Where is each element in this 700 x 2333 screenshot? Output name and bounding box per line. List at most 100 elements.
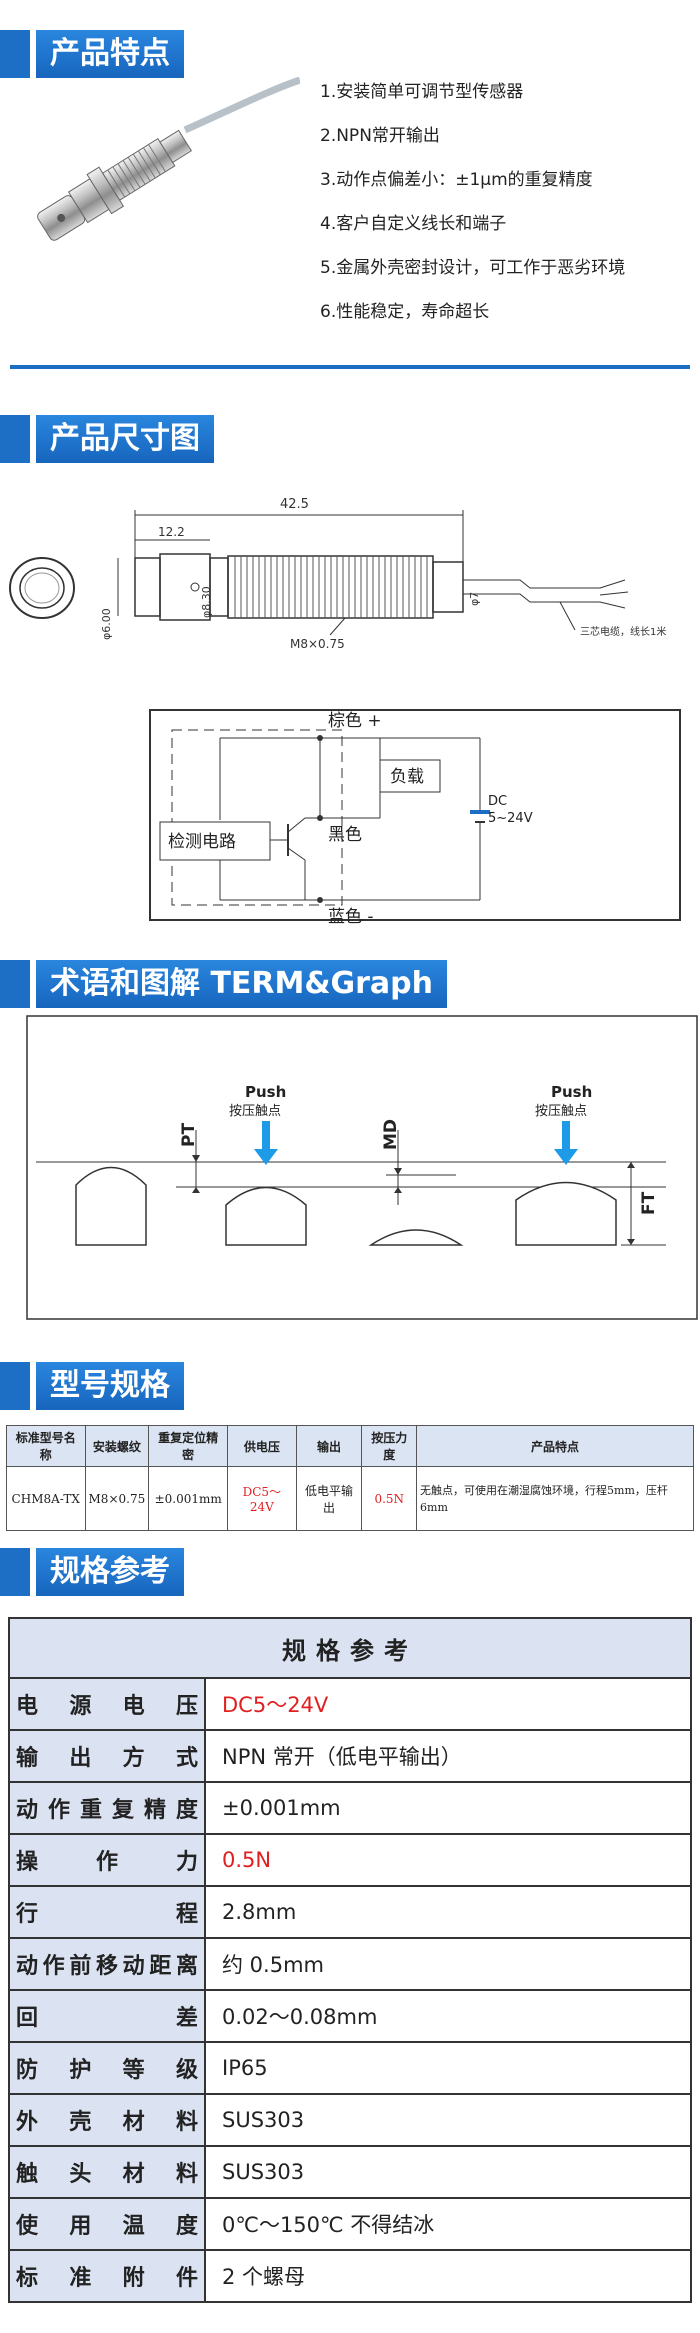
circuit-black-label: 黑色 <box>328 825 362 845</box>
feature-item: 3.动作点偏差小：±1μm的重复精度 <box>320 170 593 190</box>
spec-key: 动作重复精度 <box>8 1781 206 1835</box>
sensor-product-image <box>37 76 300 241</box>
spec-value: SUS303 <box>204 2093 692 2147</box>
spec-caption: 规格参考 <box>8 1617 692 1679</box>
circuit-dc-range: 5~24V <box>488 811 533 826</box>
table-row: 触头材料 SUS303 <box>8 2145 692 2199</box>
dim-head-dia: φ8.30 <box>200 586 213 618</box>
table-row: 动作重复精度 ±0.001mm <box>8 1781 692 1835</box>
spec-value: SUS303 <box>204 2145 692 2199</box>
dim-total-length: 42.5 <box>280 497 309 512</box>
dim-thread: M8×0.75 <box>290 637 345 651</box>
terms-title: 术语和图解 TERM&Graph <box>36 960 448 1008</box>
spec-value: 2.8mm <box>204 1885 692 1939</box>
table-header-cell: 重复定位精密 <box>148 1425 229 1467</box>
circuit-brown-label: 棕色 + <box>328 711 382 731</box>
spec-value: 0.5N <box>204 1833 692 1887</box>
spec-title: 规格参考 <box>36 1548 184 1596</box>
spec-value: 0℃～150℃ 不得结冰 <box>204 2197 692 2251</box>
spec-key: 触头材料 <box>8 2145 206 2199</box>
spec-value: 约 0.5mm <box>204 1937 692 1991</box>
spec-key: 标准附件 <box>8 2249 206 2303</box>
circuit-blue-label: 蓝色 - <box>328 907 374 927</box>
spec-value: 0.02～0.08mm <box>204 1989 692 2043</box>
spec-key: 电源电压 <box>8 1677 206 1731</box>
dimensions-section-header: 产品尺寸图 <box>0 415 700 463</box>
feature-item: 6.性能稳定，寿命超长 <box>320 302 490 322</box>
spec-value: NPN 常开（低电平输出） <box>204 1729 692 1783</box>
table-header-cell: 输出 <box>295 1425 363 1467</box>
feature-item: 5.金属外壳密封设计，可工作于恶劣环境 <box>320 258 626 278</box>
circuit-detect-label: 检测电路 <box>168 832 236 852</box>
model-title: 型号规格 <box>36 1362 184 1410</box>
spec-table: 规格参考 电源电压 DC5～24V 输出方式 NPN 常开（低电平输出） 动作重… <box>8 1617 692 2303</box>
table-header-cell: 供电压 <box>227 1425 297 1467</box>
term-md: MD <box>381 1119 401 1150</box>
header-accent-bar <box>0 30 30 78</box>
spec-key: 操作力 <box>8 1833 206 1887</box>
features-list: 1.安装简单可调节型传感器 2.NPN常开输出 3.动作点偏差小：±1μm的重复… <box>320 70 625 334</box>
table-row: 防护等级 IP65 <box>8 2041 692 2095</box>
spec-value: ±0.001mm <box>204 1781 692 1835</box>
table-cell: 0.5N <box>361 1466 418 1531</box>
spec-key: 回差 <box>8 1989 206 2043</box>
spec-value: 2 个螺母 <box>204 2249 692 2303</box>
table-cell: CHM8A-TX <box>6 1466 86 1531</box>
section-divider <box>10 365 690 369</box>
model-table: 标准型号名称 安装螺纹 重复定位精密 供电压 输出 按压力度 产品特点 CHM8… <box>6 1425 694 1531</box>
term-pt: PT <box>179 1123 199 1147</box>
table-row: 行程 2.8mm <box>8 1885 692 1939</box>
table-row: 输出方式 NPN 常开（低电平输出） <box>8 1729 692 1783</box>
feature-item: 4.客户自定义线长和端子 <box>320 214 507 234</box>
header-accent-bar <box>0 1362 30 1410</box>
terms-section-header: 术语和图解 TERM&Graph <box>0 960 700 1008</box>
table-row: 外壳材料 SUS303 <box>8 2093 692 2147</box>
features-title: 产品特点 <box>36 30 184 78</box>
spec-key: 防护等级 <box>8 2041 206 2095</box>
table-row: 标准附件 2 个螺母 <box>8 2249 692 2303</box>
table-header-cell: 产品特点 <box>416 1425 694 1467</box>
spec-caption-row: 规格参考 <box>8 1617 692 1679</box>
spec-key: 动作前移动距离 <box>8 1937 206 1991</box>
term-ft: FT <box>639 1191 659 1215</box>
spec-value: IP65 <box>204 2041 692 2095</box>
table-cell: 低电平输出 <box>295 1466 363 1531</box>
dim-head-length: 12.2 <box>158 525 185 539</box>
table-row: 使用温度 0℃～150℃ 不得结冰 <box>8 2197 692 2251</box>
term-graph-diagram: PT MD FT Push 按压触点 Push 按压触点 <box>26 1015 698 1320</box>
table-header-cell: 标准型号名称 <box>6 1425 86 1467</box>
table-row: 动作前移动距离 约 0.5mm <box>8 1937 692 1991</box>
table-row: CHM8A-TX M8×0.75 ±0.001mm DC5～24V 低电平输出 … <box>6 1466 694 1531</box>
dim-rear-dia: φ7 <box>468 592 481 606</box>
table-cell: ±0.001mm <box>148 1466 229 1531</box>
table-header-cell: 按压力度 <box>361 1425 418 1467</box>
dimension-drawing: 42.5 12.2 φ8.30 φ6.00 M8×0.75 φ7 三芯电缆，线长… <box>9 497 666 651</box>
spec-value: DC5～24V <box>204 1677 692 1731</box>
header-accent-bar <box>0 960 30 1008</box>
features-section-header: 产品特点 <box>0 30 700 78</box>
cable-note: 三芯电缆，线长1米 <box>580 625 666 638</box>
table-row: 回差 0.02～0.08mm <box>8 1989 692 2043</box>
press-point-label: 按压触点 <box>229 1104 281 1119</box>
table-row: 操作力 0.5N <box>8 1833 692 1887</box>
header-accent-bar <box>0 1548 30 1596</box>
press-point-label: 按压触点 <box>535 1104 587 1119</box>
feature-item: 1.安装简单可调节型传感器 <box>320 82 524 102</box>
table-header-cell: 安装螺纹 <box>84 1425 150 1467</box>
dimensions-title: 产品尺寸图 <box>36 415 214 463</box>
spec-key: 使用温度 <box>8 2197 206 2251</box>
push-label: Push <box>551 1083 592 1101</box>
model-section-header: 型号规格 <box>0 1362 700 1410</box>
header-accent-bar <box>0 415 30 463</box>
dim-tip-dia: φ6.00 <box>100 608 113 640</box>
table-cell: M8×0.75 <box>84 1466 150 1531</box>
wiring-diagram: 检测电路 负载 DC 5~24V 棕色 + 黑色 蓝色 - <box>149 709 681 927</box>
table-row: 电源电压 DC5～24V <box>8 1677 692 1731</box>
push-label: Push <box>245 1083 286 1101</box>
spec-section-header: 规格参考 <box>0 1548 700 1596</box>
spec-key: 输出方式 <box>8 1729 206 1783</box>
spec-key: 外壳材料 <box>8 2093 206 2147</box>
circuit-dc-label: DC <box>488 794 507 809</box>
feature-item: 2.NPN常开输出 <box>320 126 440 146</box>
table-header-row: 标准型号名称 安装螺纹 重复定位精密 供电压 输出 按压力度 产品特点 <box>6 1425 694 1467</box>
